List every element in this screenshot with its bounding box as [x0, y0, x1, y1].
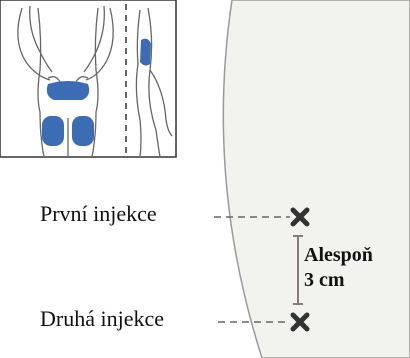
- abdomen-zone: [47, 81, 89, 100]
- skin-region: [223, 0, 410, 358]
- body-inset: [0, 0, 176, 157]
- right-thigh-zone: [72, 116, 94, 146]
- distance-label-line1: Alespoň: [304, 243, 373, 268]
- second-injection-label: Druhá injekce: [40, 308, 164, 330]
- distance-label-line2: 3 cm: [304, 268, 373, 293]
- left-thigh-zone: [42, 116, 64, 146]
- first-injection-label: První injekce: [40, 203, 157, 225]
- minimum-distance-label: Alespoň 3 cm: [304, 243, 373, 293]
- upper-arm-zone: [140, 39, 151, 66]
